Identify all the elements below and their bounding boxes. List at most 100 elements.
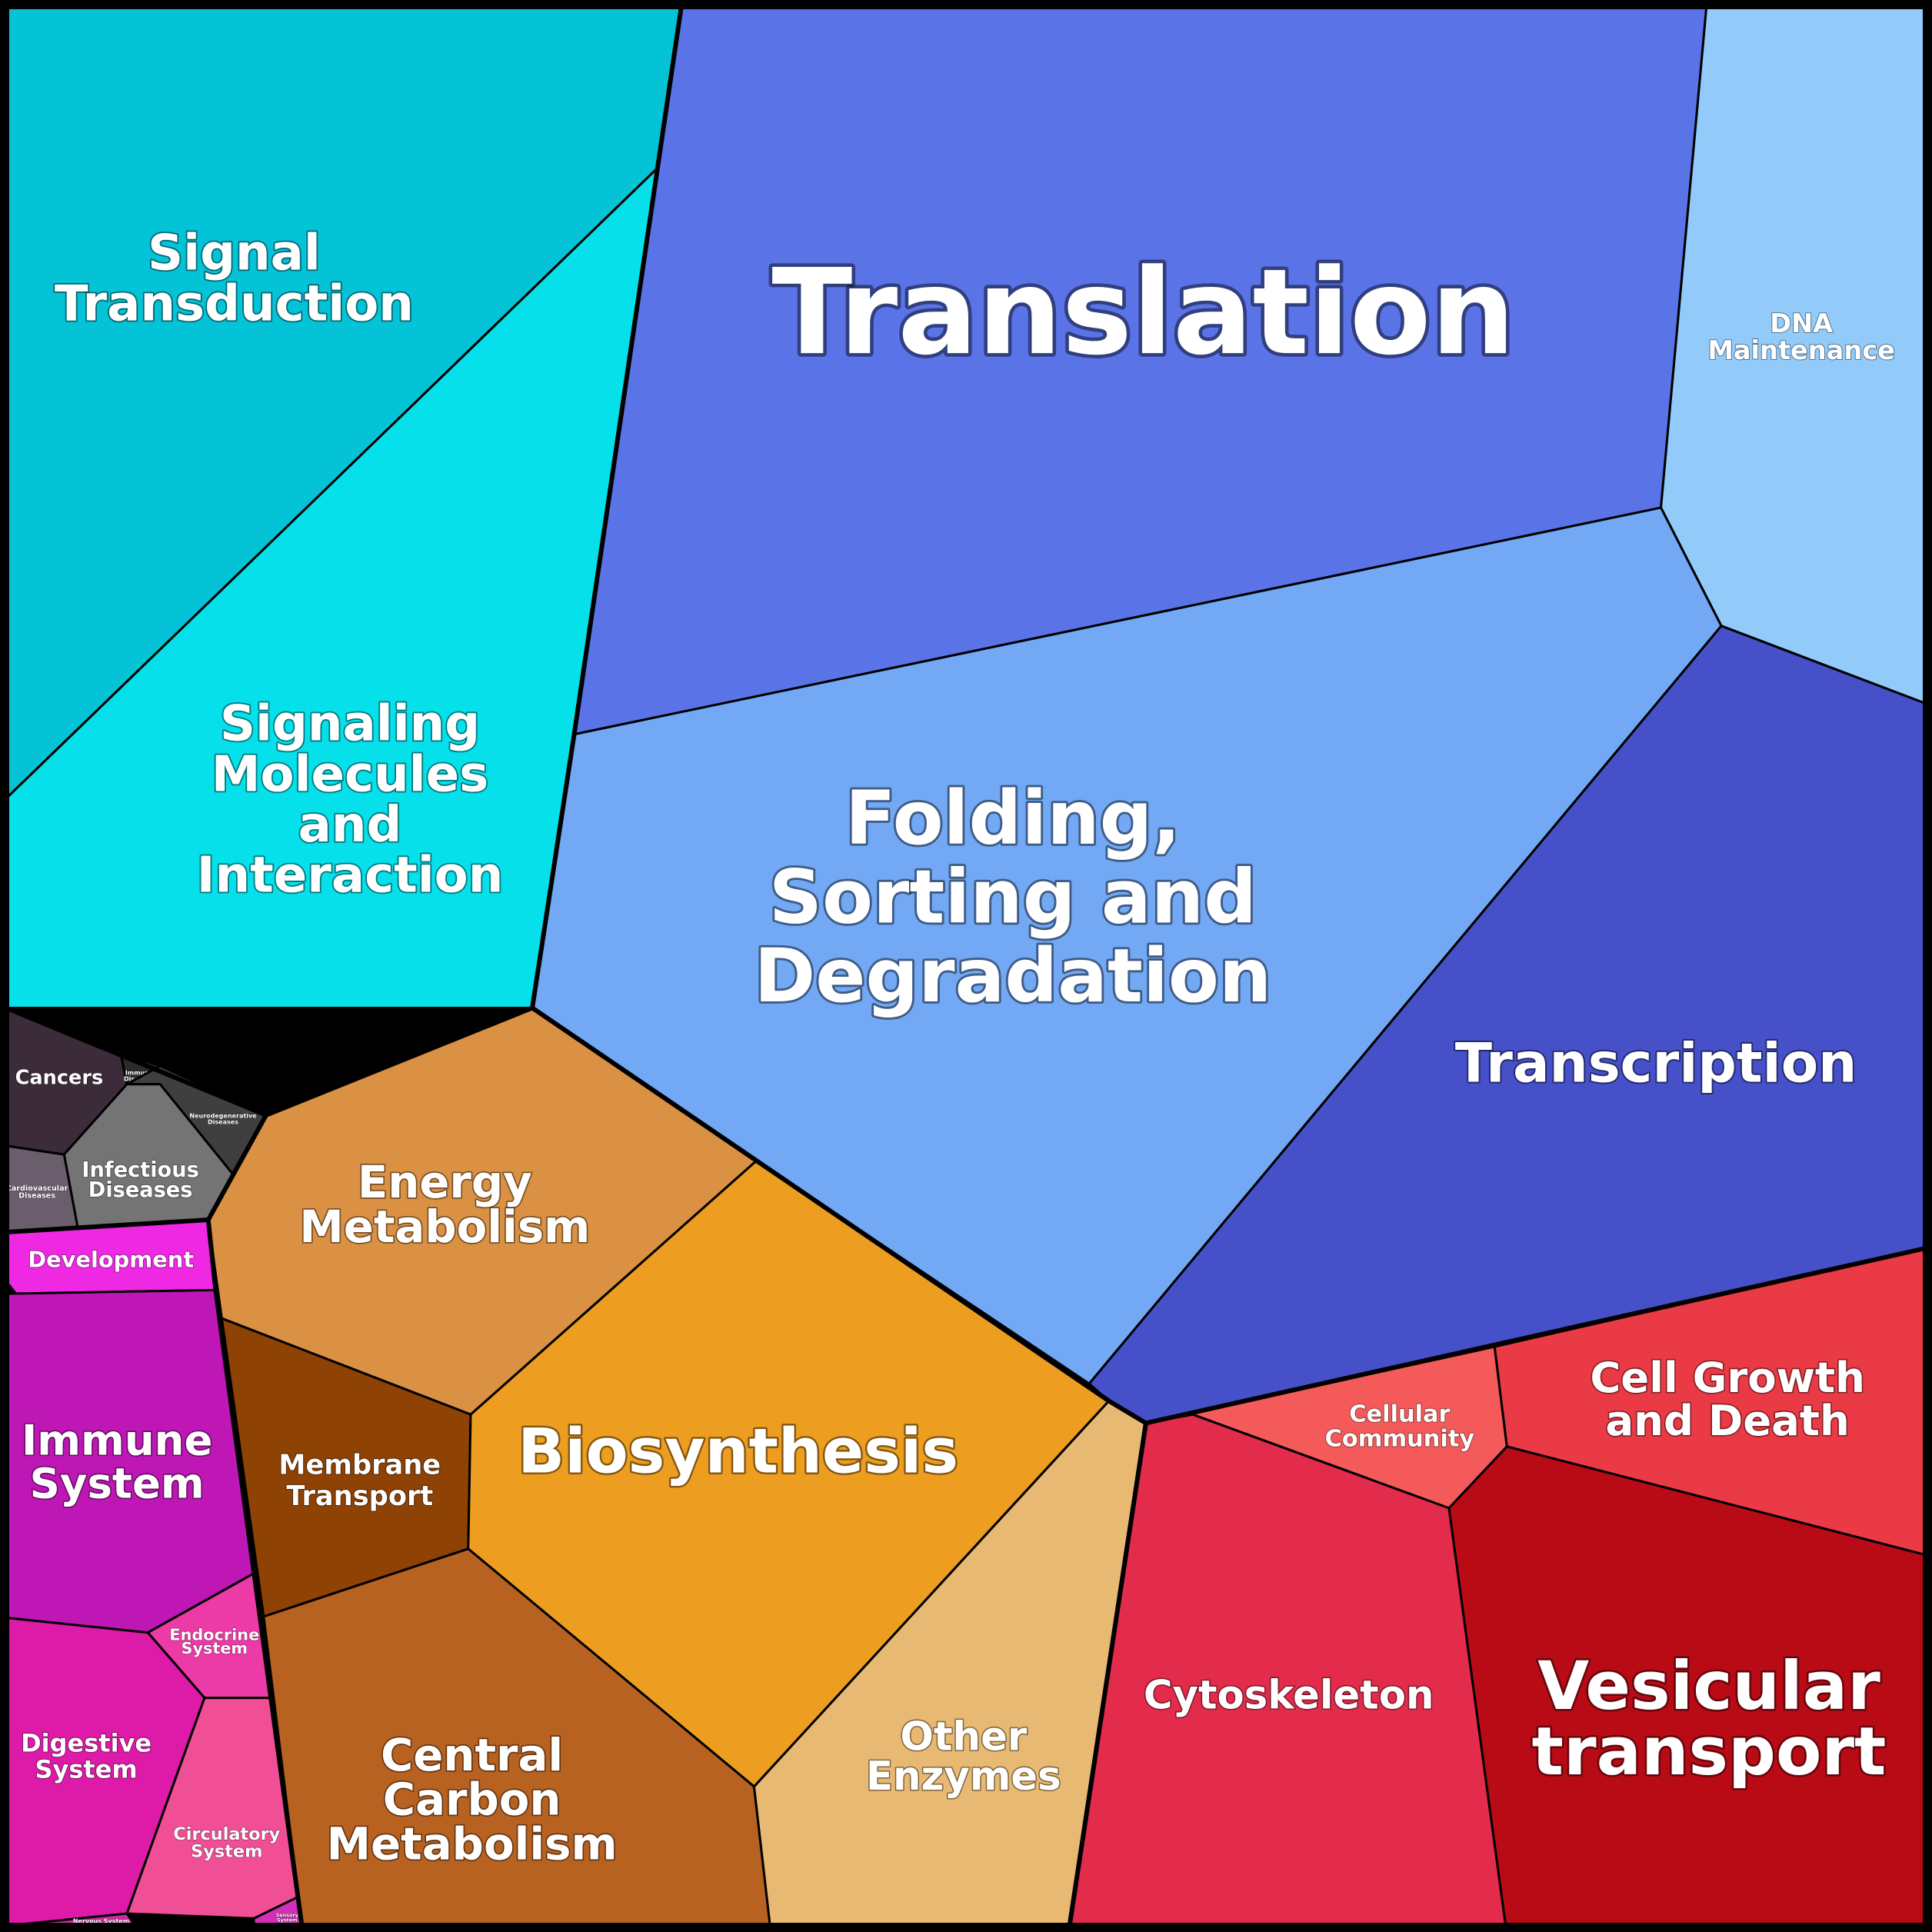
label-line: Carbon: [383, 1774, 561, 1826]
label-line: Cardiovascular: [6, 1184, 68, 1193]
label-line: Nervous System: [73, 1918, 129, 1925]
label-line: Vesicular: [1537, 1648, 1880, 1725]
label-line: transport: [1532, 1714, 1887, 1790]
group-boundary: [5, 5, 684, 1235]
label-line: Development: [28, 1247, 194, 1273]
label-line: Molecules: [212, 746, 488, 803]
label-line: Folding,: [845, 775, 1181, 861]
label-line: Transport: [286, 1481, 433, 1512]
label-transcription: Transcription: [1455, 1031, 1857, 1094]
label-line: Other: [900, 1714, 1027, 1760]
cell-translation: Translation: [573, 5, 1708, 736]
label-line: System: [191, 1841, 262, 1861]
label-line: Degradation: [754, 933, 1271, 1019]
label-translation: Translation: [771, 244, 1515, 381]
label-line: Cytoskeleton: [1144, 1672, 1434, 1718]
label-line: Metabolism: [299, 1201, 590, 1253]
label-line: Circulatory: [173, 1824, 280, 1844]
label-line: DNA: [1770, 308, 1833, 338]
label-line: Signal: [148, 225, 321, 282]
label-line: Diseases: [208, 1119, 238, 1126]
label-line: System: [35, 1754, 137, 1784]
cell-transcription: Transcription: [1088, 625, 1927, 1424]
label-line: Energy: [358, 1156, 532, 1208]
label-nervous-system: Nervous System: [73, 1918, 129, 1925]
label-line: Community: [1325, 1426, 1475, 1453]
label-line: Neurodegenerative: [189, 1113, 257, 1120]
label-line: Transduction: [55, 275, 414, 332]
label-line: Digestive: [21, 1729, 152, 1758]
label-cytoskeleton: Cytoskeleton: [1144, 1672, 1434, 1718]
label-line: Immune: [22, 1416, 212, 1465]
label-line: Transcription: [1455, 1031, 1857, 1094]
label-line: Sorting and: [769, 854, 1257, 940]
cell-development: Development: [5, 1218, 217, 1295]
group-boundary: [205, 1219, 305, 1927]
label-line: Cancers: [15, 1066, 104, 1089]
label-line: Cellular: [1349, 1401, 1450, 1428]
label-line: Biosynthesis: [518, 1415, 958, 1487]
label-line: and: [298, 797, 402, 854]
label-line: Metabolism: [327, 1817, 618, 1870]
group-boundary: [5, 1005, 268, 1118]
label-cancers: Cancers: [15, 1066, 104, 1089]
label-line: Infectious: [82, 1158, 198, 1182]
label-line: System: [30, 1459, 205, 1508]
label-line: Diseases: [88, 1178, 193, 1202]
label-line: Central: [381, 1729, 563, 1781]
label-biosynthesis: Biosynthesis: [518, 1415, 958, 1487]
label-line: Cell Growth: [1590, 1353, 1865, 1402]
label-line: System: [181, 1639, 248, 1657]
label-line: Diseases: [18, 1191, 55, 1200]
group-boundary: [1067, 1422, 1148, 1927]
label-line: Signaling: [220, 696, 480, 753]
label-line: Endocrine: [169, 1626, 259, 1644]
label-line: Enzymes: [866, 1754, 1061, 1800]
label-line: Immune: [125, 1070, 154, 1077]
label-line: System: [277, 1917, 298, 1923]
label-line: Interaction: [197, 848, 504, 904]
label-line: and Death: [1605, 1396, 1849, 1445]
label-development: Development: [28, 1247, 194, 1273]
label-line: Maintenance: [1707, 335, 1894, 365]
group-boundary: [531, 1005, 1927, 1426]
label-line: Translation: [771, 244, 1515, 381]
label-line: Sensory: [276, 1912, 299, 1918]
cell-cytoskeleton: Cytoskeleton: [1068, 1413, 1507, 1927]
label-line: Membrane: [278, 1450, 441, 1481]
